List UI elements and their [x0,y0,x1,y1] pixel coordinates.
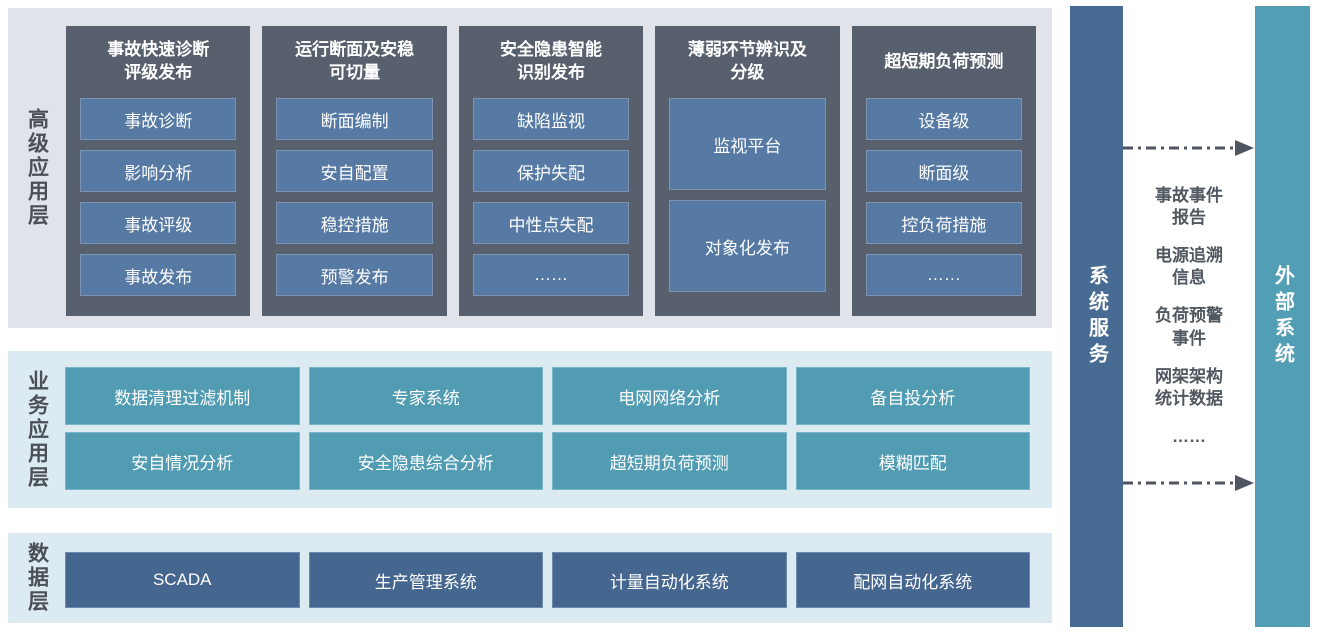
app-item: 断面编制 [276,98,433,140]
app-item: …… [865,254,1023,296]
exchange-list: 事故事件 报告 电源追溯 信息 负荷预警 事件 网架架构 统计数据 …… [1123,6,1255,627]
app-item: 中性点失配 [472,202,630,244]
data-source-item: 配网自动化系统 [795,552,1030,608]
data-source-item: SCADA [65,552,300,608]
app-item: 监视平台 [669,98,826,190]
advanced-panels: 事故快速诊断 评级发布 事故诊断 影响分析 事故评级 事故发布 运行断面及安稳 … [66,26,1037,316]
dashed-arrow-right-icon [1123,140,1254,156]
app-group-load-forecast: 超短期负荷预测 设备级 断面级 控负荷措施 …… [851,26,1037,316]
layer-label-advanced: 高级应用层 [25,108,49,228]
app-item: 设备级 [865,98,1023,140]
app-item: 对象化发布 [669,200,826,292]
app-item: 稳控措施 [276,202,433,244]
app-item: 保护失配 [472,150,630,192]
app-item: …… [472,254,630,296]
data-source-item: 计量自动化系统 [552,552,787,608]
app-item: 预警发布 [276,254,433,296]
app-item: 事故评级 [80,202,237,244]
app-item: 安自配置 [276,150,433,192]
business-item: 超短期负荷预测 [552,432,787,490]
business-item: 安自情况分析 [65,432,300,490]
app-item: 影响分析 [80,150,237,192]
system-service-label: 系统服务 [1085,264,1108,369]
exchange-item: 负荷预警 事件 [1155,306,1223,348]
business-item: 模糊匹配 [795,432,1030,490]
exchange-item: 网架架构 统计数据 [1155,366,1223,408]
app-group-title: 超短期负荷预测 [884,51,1004,71]
section-data-layer: 数据层 SCADA 生产管理系统 计量自动化系统 配网自动化系统 [8,533,1052,623]
section-advanced-apps: 高级应用层 事故快速诊断 评级发布 事故诊断 影响分析 事故评级 事故发布 运行… [8,8,1052,328]
app-item: 事故发布 [80,254,237,296]
app-group-weak-link: 薄弱环节辨识及 分级 监视平台 对象化发布 [655,26,840,316]
data-source-item: 生产管理系统 [308,552,543,608]
system-service-bar: 系统服务 [1070,6,1123,627]
app-group-title: 事故快速诊断 评级发布 [107,40,210,82]
app-group-operation-section: 运行断面及安稳 可切量 断面编制 安自配置 稳控措施 预警发布 [262,26,447,316]
dashed-arrow-right-icon [1123,475,1254,491]
exchange-item: 电源追溯 信息 [1155,246,1223,288]
app-item: 控负荷措施 [865,202,1023,244]
exchange-item: 事故事件 报告 [1155,186,1223,228]
layer-label-data: 数据层 [25,542,49,614]
app-group-title: 薄弱环节辨识及 分级 [687,40,807,82]
business-grid: 数据清理过滤机制 专家系统 电网网络分析 备自投分析 安自情况分析 安全隐患综合… [65,367,1030,490]
app-item: 缺陷监视 [472,98,630,140]
business-item: 专家系统 [308,367,543,425]
business-item: 数据清理过滤机制 [65,367,300,425]
app-group-accident-diagnosis: 事故快速诊断 评级发布 事故诊断 影响分析 事故评级 事故发布 [66,26,251,316]
app-item: 断面级 [865,150,1023,192]
app-group-hidden-danger: 安全隐患智能 识别发布 缺陷监视 保护失配 中性点失配 …… [458,26,644,316]
section-business-apps: 业务应用层 数据清理过滤机制 专家系统 电网网络分析 备自投分析 安自情况分析 … [8,351,1052,508]
layer-label-business: 业务应用层 [25,369,49,490]
business-item: 备自投分析 [795,367,1030,425]
app-item: 事故诊断 [80,98,237,140]
exchange-channel: 事故事件 报告 电源追溯 信息 负荷预警 事件 网架架构 统计数据 …… [1123,6,1255,627]
data-source-row: SCADA 生产管理系统 计量自动化系统 配网自动化系统 [65,552,1030,608]
external-system-label: 外部系统 [1271,264,1294,369]
external-system-bar: 外部系统 [1255,6,1310,627]
app-group-title: 运行断面及安稳 可切量 [295,40,415,82]
business-item: 安全隐患综合分析 [308,432,543,490]
app-group-title: 安全隐患智能 识别发布 [500,40,603,82]
exchange-item: …… [1172,426,1206,446]
business-item: 电网网络分析 [552,367,787,425]
